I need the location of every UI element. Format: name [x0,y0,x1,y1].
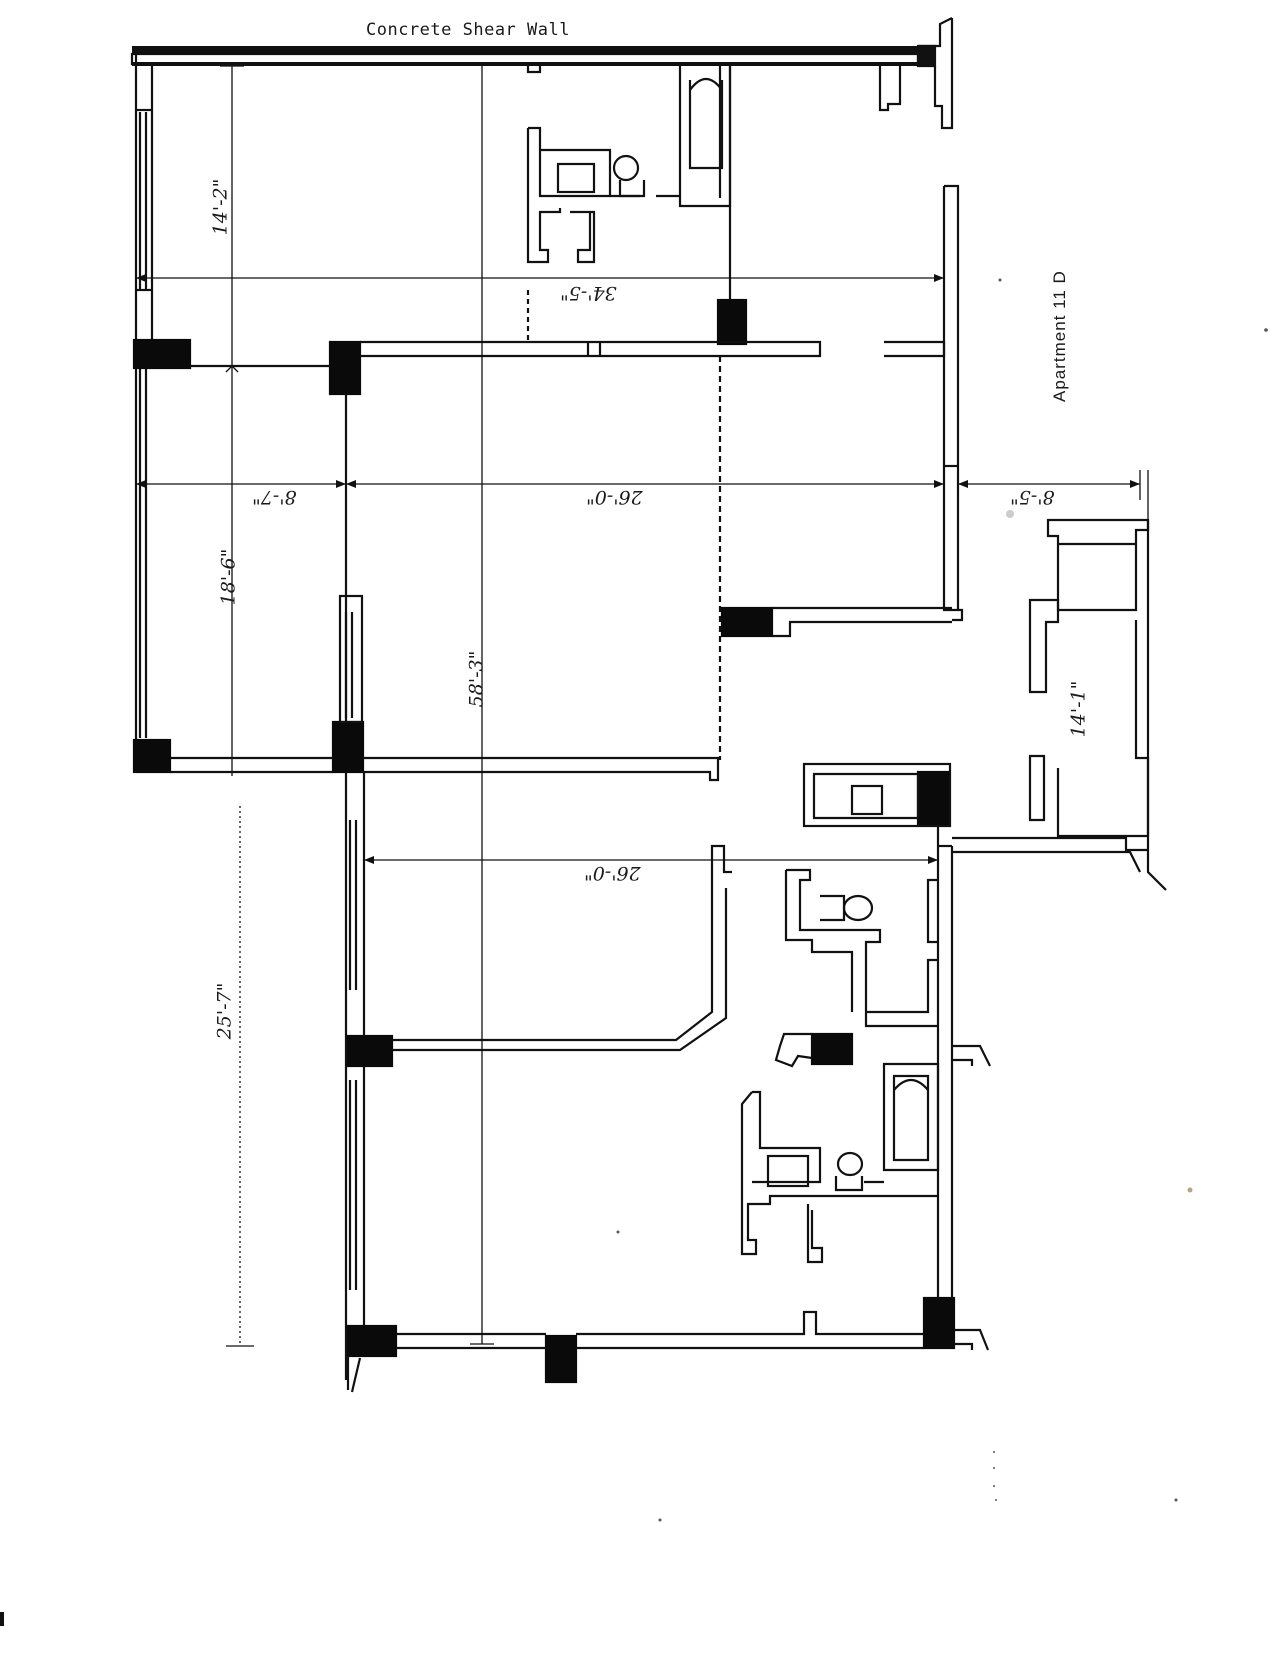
dimension-14-1: 14'-1" [1067,680,1090,738]
left-exterior-wall-upper [134,48,154,768]
dimension-58-3: 58'-3" [465,650,488,708]
lower-bathroom-1 [774,868,938,1068]
dimension-14-2: 14'-2" [209,178,232,236]
dimension-25-7: 25'-7" [213,982,236,1040]
dimension-26-0-lower: 26'-0" [584,862,641,884]
apartment-label: Apartment 11 D [1050,270,1069,402]
structural-columns [132,298,956,1384]
dimension-lines [136,63,1149,1347]
paper-specks [0,278,1268,1626]
dimension-18-6: 18'-6" [217,548,240,606]
dimension-8-7: 8'-7" [252,486,297,508]
dimension-arrows [136,274,1140,864]
top-right-wall-end [878,17,954,130]
dimension-26-0-upper: 26'-0" [586,486,643,508]
concrete-shear-wall-label: Concrete Shear Wall [366,20,570,40]
lower-bathroom-2 [740,1062,940,1264]
dimension-34-5: 34'-5" [560,282,617,304]
upper-bathroom [526,66,732,356]
concrete-shear-wall [130,44,937,68]
interior-walls [170,184,991,1393]
kitchen-block [802,518,1167,891]
dimension-8-5: 8'-5" [1010,486,1055,508]
